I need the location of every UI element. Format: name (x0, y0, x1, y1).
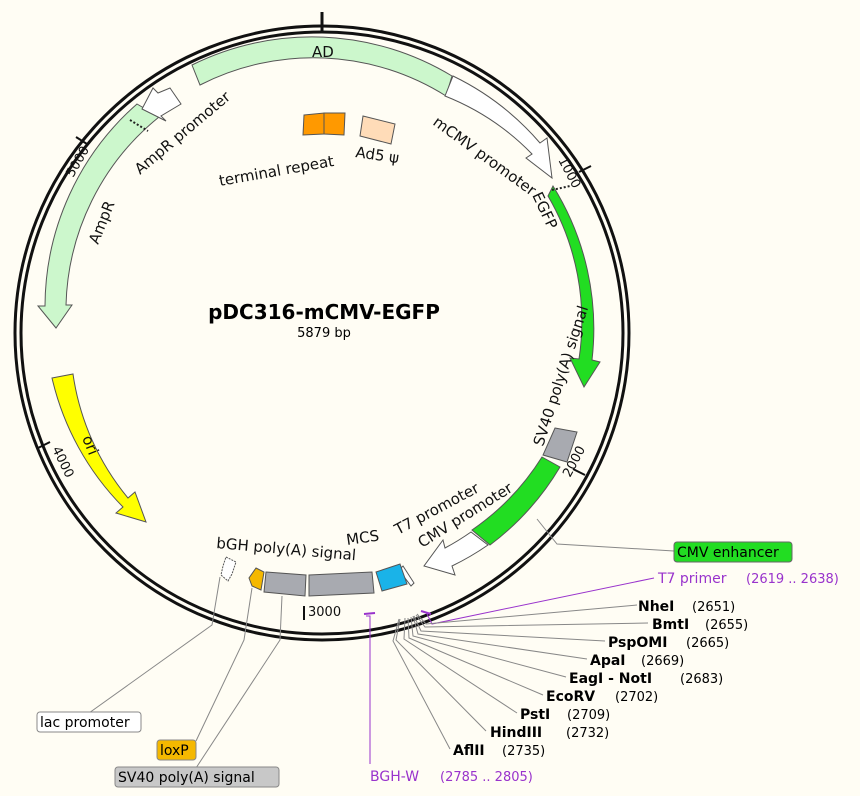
lac-promoter-callout-label: lac promoter (40, 715, 130, 731)
loxp-callout-box[interactable] (156, 739, 197, 761)
feature-mcmv-promoter[interactable] (444, 75, 553, 180)
enzyme-name: EcoRV (546, 689, 595, 705)
enzyme-name: PspOMI (608, 635, 667, 651)
enzyme-name: PstI (520, 707, 550, 723)
feature-terminal-repeat-label: terminal repeat (218, 152, 336, 190)
feature-bgh-polya-block-2[interactable] (263, 571, 307, 597)
cmv-enhancer-callout-box[interactable] (673, 541, 793, 563)
feature-ad5-psi[interactable] (359, 115, 396, 145)
enzyme-name: EagI - NotI (569, 671, 652, 687)
feature-ad-label: AD (312, 43, 334, 61)
enzyme-name: HindIII (490, 725, 542, 741)
enzyme-pos: (2651) (692, 600, 735, 615)
loxp-callout-label: loxP (160, 743, 189, 759)
bgh-w-primer-leader (366, 615, 371, 764)
feature-cmv-promoter[interactable] (423, 531, 489, 576)
t7-primer-leader (425, 577, 655, 625)
enzyme-name: BmtI (652, 617, 689, 633)
t7-primer-name: T7 primer (657, 571, 727, 587)
enzyme-pos: (2732) (566, 726, 609, 741)
t7-primer-range: (2619 .. 2638) (746, 572, 839, 587)
feature-ori[interactable] (51, 373, 147, 523)
feature-egfp[interactable] (547, 184, 601, 389)
feature-ori-label: ori (78, 433, 102, 458)
feature-cmv-enhancer[interactable] (471, 456, 561, 546)
feature-loxp[interactable] (248, 567, 265, 591)
feature-bgh-polya-block-1[interactable] (308, 571, 375, 597)
feature-mcs-label: MCS (345, 527, 380, 549)
enzyme-name: AflII (453, 743, 485, 759)
enzyme-pos: (2655) (705, 618, 748, 633)
cmv-enhancer-leader (536, 518, 675, 552)
feature-lac-promoter[interactable] (220, 556, 237, 582)
bgh-w-primer-range: (2785 .. 2805) (440, 770, 533, 785)
loxp-leader (195, 587, 253, 742)
feature-terminal-repeat-block-2[interactable] (323, 112, 346, 136)
lac-promoter-leader (88, 576, 221, 714)
cmv-enhancer-callout-label: CMV enhancer (677, 545, 779, 561)
tick-label-4000: 4000 (48, 444, 76, 480)
enzyme-pos: (2702) (615, 690, 658, 705)
sv40-polya-bottom-leader (195, 595, 283, 769)
enzyme-pos: (2669) (641, 654, 684, 669)
tick-3000: 3000 (303, 605, 341, 620)
lac-promoter-callout-box[interactable] (36, 711, 142, 733)
feature-mcs[interactable] (375, 563, 408, 592)
feature-ampr[interactable] (36, 103, 160, 329)
enzyme-pos: (2709) (567, 708, 610, 723)
enzyme-pos: (2665) (686, 636, 729, 651)
enzyme-pos: (2683) (680, 672, 723, 687)
sv40-polya-bottom-callout-label: SV40 poly(A) signal (118, 770, 255, 786)
feature-ampr-promoter[interactable] (141, 87, 182, 122)
plasmid-name: pDC316-mCMV-EGFP (208, 300, 440, 324)
enzyme-leaders (392, 604, 649, 750)
enzyme-pos: (2735) (502, 744, 545, 759)
bgh-w-primer-name: BGH-W (370, 769, 419, 785)
enzyme-name: ApaI (590, 653, 626, 669)
feature-ad5-psi-label: Ad5 ψ (354, 143, 400, 167)
enzyme-name: NheI (638, 599, 674, 615)
sv40-polya-bottom-callout-box[interactable] (114, 766, 280, 788)
tick-label-3000: 3000 (308, 605, 341, 620)
feature-sv40-polya-right[interactable] (542, 427, 578, 463)
plasmid-length: 5879 bp (297, 326, 351, 341)
feature-terminal-repeat-block-1[interactable] (302, 112, 325, 136)
feature-bgh-polya-label: bGH poly(A) signal (216, 534, 357, 564)
